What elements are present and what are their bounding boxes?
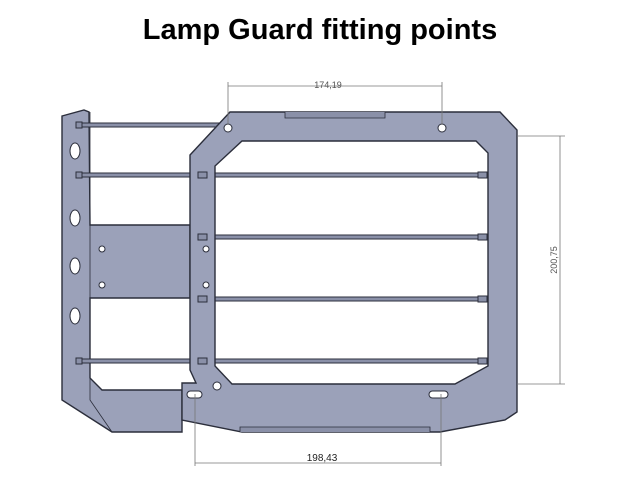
small-hole — [98, 245, 106, 253]
slot — [197, 233, 208, 241]
dimension-top-label: 174,19 — [314, 80, 342, 90]
small-hole — [202, 281, 210, 289]
slot — [477, 233, 488, 241]
slot — [197, 171, 208, 179]
slot — [477, 171, 488, 179]
dimension-top: 174,19 — [227, 80, 443, 124]
dimension-bottom-label: 198,43 — [307, 453, 338, 464]
small-hole — [212, 381, 222, 391]
bar-slots — [75, 121, 488, 365]
mount-hole — [69, 257, 81, 275]
mount-hole — [69, 307, 81, 325]
slot — [197, 295, 208, 303]
mount-hole — [69, 142, 81, 160]
diagram-title: Lamp Guard fitting points — [142, 14, 498, 46]
fitting-point-top-left — [223, 123, 233, 133]
left-side-plate — [61, 109, 191, 433]
dimension-right: 200,75 — [518, 135, 565, 385]
fitting-slot-bottom-left — [186, 390, 203, 399]
left-plate-fold-line — [89, 112, 113, 433]
slot — [75, 171, 83, 179]
bottom-recess — [239, 426, 431, 432]
fitting-slot-bottom-right — [428, 390, 449, 399]
small-hole — [98, 281, 106, 289]
main-frame — [181, 111, 518, 433]
slot — [477, 295, 488, 303]
cross-bar — [199, 296, 493, 302]
cross-bar — [199, 234, 493, 240]
dimension-right-label: 200,75 — [549, 246, 559, 274]
cross-bar — [75, 172, 493, 178]
fitting-point-top-right — [437, 123, 447, 133]
top-recess — [284, 112, 386, 119]
small-hole — [202, 245, 210, 253]
slot — [75, 121, 83, 129]
cross-bar — [75, 122, 237, 128]
dimension-bottom: 198,43 — [194, 394, 442, 466]
slot — [477, 357, 488, 365]
slot — [197, 357, 208, 365]
mount-hole — [69, 209, 81, 227]
slot — [75, 357, 83, 365]
cross-bar — [75, 358, 493, 364]
